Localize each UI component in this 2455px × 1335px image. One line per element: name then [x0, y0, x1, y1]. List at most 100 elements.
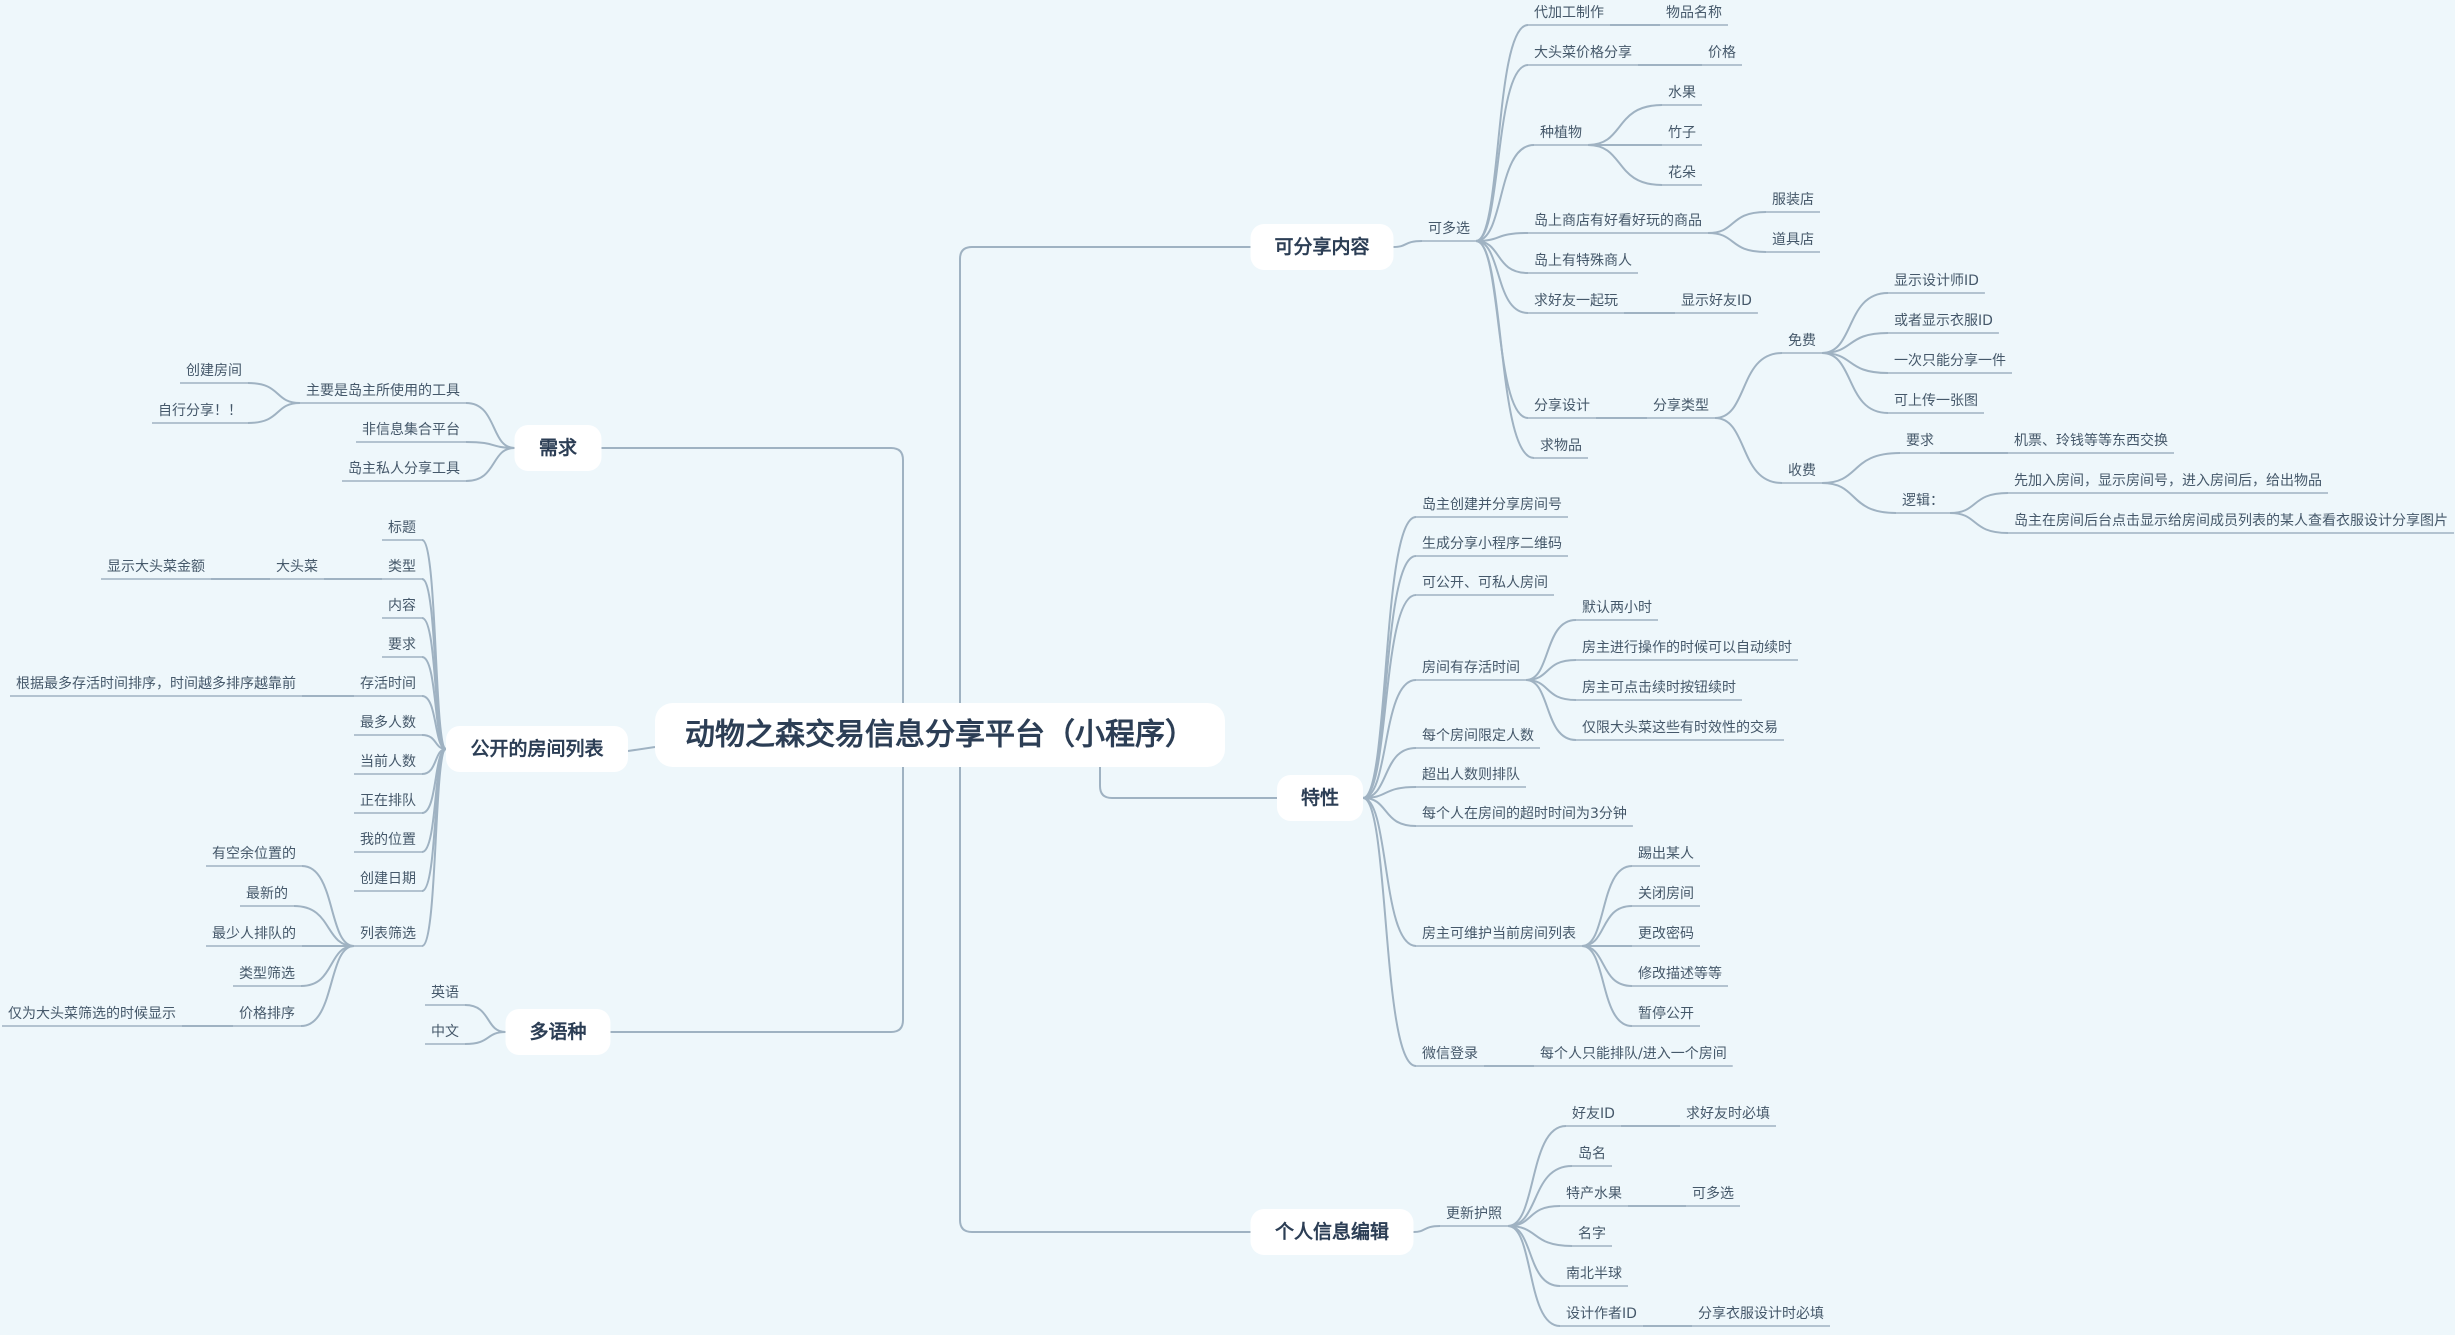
node-s7l[interactable]: 逻辑： [1902, 493, 1944, 509]
node-n1[interactable]: 主要是岛主所使用的工具 [306, 382, 460, 399]
node-r2b[interactable]: 显示大头菜金额 [107, 559, 205, 575]
node-r11d[interactable]: 类型筛选 [239, 966, 295, 982]
node-s6a[interactable]: 显示好友ID [1681, 293, 1752, 309]
node-r5a[interactable]: 根据最多存活时间排序，时间越多排序越靠前 [16, 675, 296, 692]
node-s7f1[interactable]: 显示设计师ID [1894, 273, 1979, 289]
node-r11e[interactable]: 价格排序 [239, 1006, 295, 1022]
node-s0[interactable]: 可多选 [1428, 220, 1470, 237]
node-f4[interactable]: 房间有存活时间 [1422, 660, 1520, 676]
node-r5[interactable]: 存活时间 [360, 676, 416, 692]
node-f9a[interactable]: 每个人只能排队/进入一个房间 [1540, 1046, 1727, 1062]
node-r2[interactable]: 类型 [388, 559, 416, 575]
node-s1a[interactable]: 物品名称 [1666, 5, 1722, 21]
node-f8b[interactable]: 关闭房间 [1638, 886, 1694, 902]
node-s3a[interactable]: 水果 [1668, 85, 1696, 101]
node-need[interactable]: 需求 [514, 425, 602, 471]
node-n2[interactable]: 非信息集合平台 [362, 421, 460, 438]
node-f4d[interactable]: 仅限大头菜这些有时效性的交易 [1582, 719, 1778, 736]
node-feature[interactable]: 特性 [1276, 775, 1364, 821]
node-f9[interactable]: 微信登录 [1422, 1046, 1478, 1062]
node-p1[interactable]: 好友ID [1572, 1106, 1615, 1122]
node-profile[interactable]: 个人信息编辑 [1250, 1209, 1414, 1255]
node-r7[interactable]: 当前人数 [360, 753, 416, 770]
node-p5[interactable]: 南北半球 [1566, 1266, 1622, 1282]
node-p6a[interactable]: 分享衣服设计时必填 [1698, 1305, 1824, 1322]
node-s4b[interactable]: 道具店 [1772, 232, 1814, 248]
node-rooms[interactable]: 公开的房间列表 [445, 726, 629, 772]
node-s7r1[interactable]: 机票、玲钱等等东西交换 [2014, 432, 2168, 449]
node-p4[interactable]: 名字 [1578, 1226, 1606, 1242]
node-label-s7f3: 一次只能分享一件 [1894, 352, 2006, 369]
node-p3[interactable]: 特产水果 [1566, 1186, 1622, 1202]
node-f2[interactable]: 生成分享小程序二维码 [1422, 535, 1562, 552]
node-r1[interactable]: 标题 [388, 520, 416, 536]
node-s7f2[interactable]: 或者显示衣服ID [1894, 313, 1993, 329]
node-share[interactable]: 可分享内容 [1250, 224, 1394, 270]
node-r10[interactable]: 创建日期 [360, 871, 416, 887]
node-s3c[interactable]: 花朵 [1668, 165, 1696, 181]
node-n1a[interactable]: 创建房间 [186, 363, 242, 379]
node-f3[interactable]: 可公开、可私人房间 [1422, 575, 1548, 591]
node-s4a[interactable]: 服装店 [1772, 192, 1814, 208]
node-r4[interactable]: 要求 [388, 637, 416, 653]
node-label-f9: 微信登录 [1422, 1046, 1478, 1062]
node-lang[interactable]: 多语种 [505, 1009, 611, 1055]
node-r11f[interactable]: 仅为大头菜筛选的时候显示 [8, 1006, 176, 1022]
node-s2[interactable]: 大头菜价格分享 [1534, 44, 1632, 61]
node-n1b[interactable]: 自行分享！！ [158, 402, 242, 419]
node-s1[interactable]: 代加工制作 [1534, 5, 1604, 21]
node-f8[interactable]: 房主可维护当前房间列表 [1422, 925, 1576, 942]
node-f4a[interactable]: 默认两小时 [1582, 600, 1652, 616]
node-r11b[interactable]: 最新的 [246, 886, 288, 902]
node-f5[interactable]: 每个房间限定人数 [1422, 728, 1534, 744]
node-p1a[interactable]: 求好友时必填 [1686, 1106, 1770, 1122]
node-s7[interactable]: 分享设计 [1534, 397, 1590, 414]
node-f8e[interactable]: 暂停公开 [1638, 1005, 1694, 1022]
node-s7p[interactable]: 收费 [1788, 463, 1816, 479]
link-profile-p0 [1413, 1225, 1441, 1233]
node-s6[interactable]: 求好友一起玩 [1534, 293, 1618, 309]
node-f8c[interactable]: 更改密码 [1638, 925, 1694, 942]
node-s7l1[interactable]: 先加入房间，显示房间号，进入房间后，给出物品 [2014, 473, 2322, 489]
node-p0[interactable]: 更新护照 [1446, 1206, 1502, 1222]
node-f8a[interactable]: 踢出某人 [1638, 846, 1694, 862]
node-l1[interactable]: 英语 [431, 984, 459, 1001]
node-f4c[interactable]: 房主可点击续时按钮续时 [1582, 679, 1736, 696]
link-s7p-s7l [1821, 482, 1897, 514]
node-l2[interactable]: 中文 [431, 1024, 459, 1040]
node-s7l2[interactable]: 岛主在房间后台点击显示给房间成员列表的某人查看衣服设计分享图片 [2014, 512, 2448, 529]
node-r8[interactable]: 正在排队 [360, 793, 416, 809]
node-f6[interactable]: 超出人数则排队 [1422, 767, 1520, 783]
node-s7r[interactable]: 要求 [1906, 433, 1934, 449]
node-f8d[interactable]: 修改描述等等 [1638, 965, 1722, 982]
node-s7f[interactable]: 免费 [1788, 333, 1816, 349]
node-root[interactable]: 动物之森交易信息分享平台（小程序） [655, 703, 1225, 767]
node-n3[interactable]: 岛主私人分享工具 [348, 460, 460, 477]
node-r2a[interactable]: 大头菜 [276, 559, 318, 575]
node-r11a[interactable]: 有空余位置的 [212, 845, 296, 862]
node-p6[interactable]: 设计作者ID [1566, 1306, 1637, 1322]
node-r3[interactable]: 内容 [388, 597, 416, 614]
node-s7f4[interactable]: 可上传一张图 [1894, 393, 1978, 409]
link-f4-f4a [1525, 619, 1577, 681]
node-f7[interactable]: 每个人在房间的超时时间为3分钟 [1422, 805, 1627, 822]
node-f1[interactable]: 岛主创建并分享房间号 [1422, 496, 1562, 513]
node-r11c[interactable]: 最少人排队的 [212, 926, 296, 942]
link-f4-f4b [1525, 659, 1577, 681]
node-f4b[interactable]: 房主进行操作的时候可以自动续时 [1582, 639, 1792, 656]
node-s3[interactable]: 种植物 [1540, 125, 1582, 141]
node-p2[interactable]: 岛名 [1578, 1146, 1606, 1162]
node-s8[interactable]: 求物品 [1540, 438, 1582, 454]
node-r9[interactable]: 我的位置 [360, 832, 416, 848]
node-s5[interactable]: 岛上有特殊商人 [1534, 253, 1632, 269]
node-r11[interactable]: 列表筛选 [360, 926, 416, 942]
node-s4[interactable]: 岛上商店有好看好玩的商品 [1534, 213, 1702, 229]
node-label-l1: 英语 [431, 984, 459, 1001]
node-s7a[interactable]: 分享类型 [1653, 397, 1709, 414]
node-p3a[interactable]: 可多选 [1692, 1185, 1734, 1202]
node-s3b[interactable]: 竹子 [1668, 125, 1696, 141]
node-s2a[interactable]: 价格 [1708, 45, 1736, 61]
node-s7f3[interactable]: 一次只能分享一件 [1894, 352, 2006, 369]
node-label-s7r1: 机票、玲钱等等东西交换 [2014, 432, 2168, 449]
node-r6[interactable]: 最多人数 [360, 714, 416, 731]
